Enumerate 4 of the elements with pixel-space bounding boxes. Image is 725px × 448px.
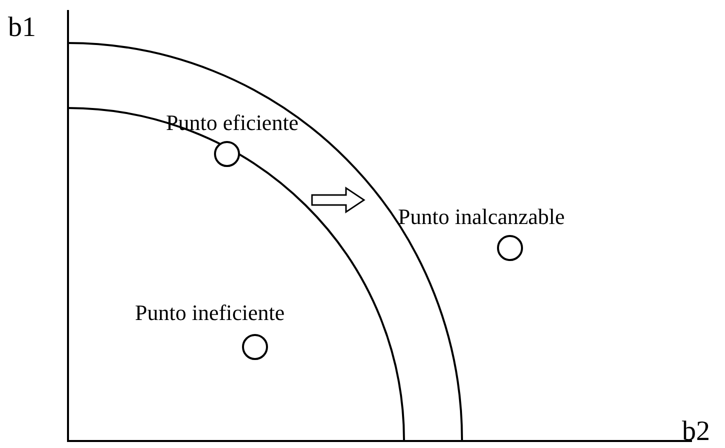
point-label: Punto inalcanzable [398, 206, 565, 228]
axis-label: b1 [8, 14, 36, 42]
point-label: Punto ineficiente [135, 302, 285, 324]
axis-label: b2 [682, 418, 710, 446]
